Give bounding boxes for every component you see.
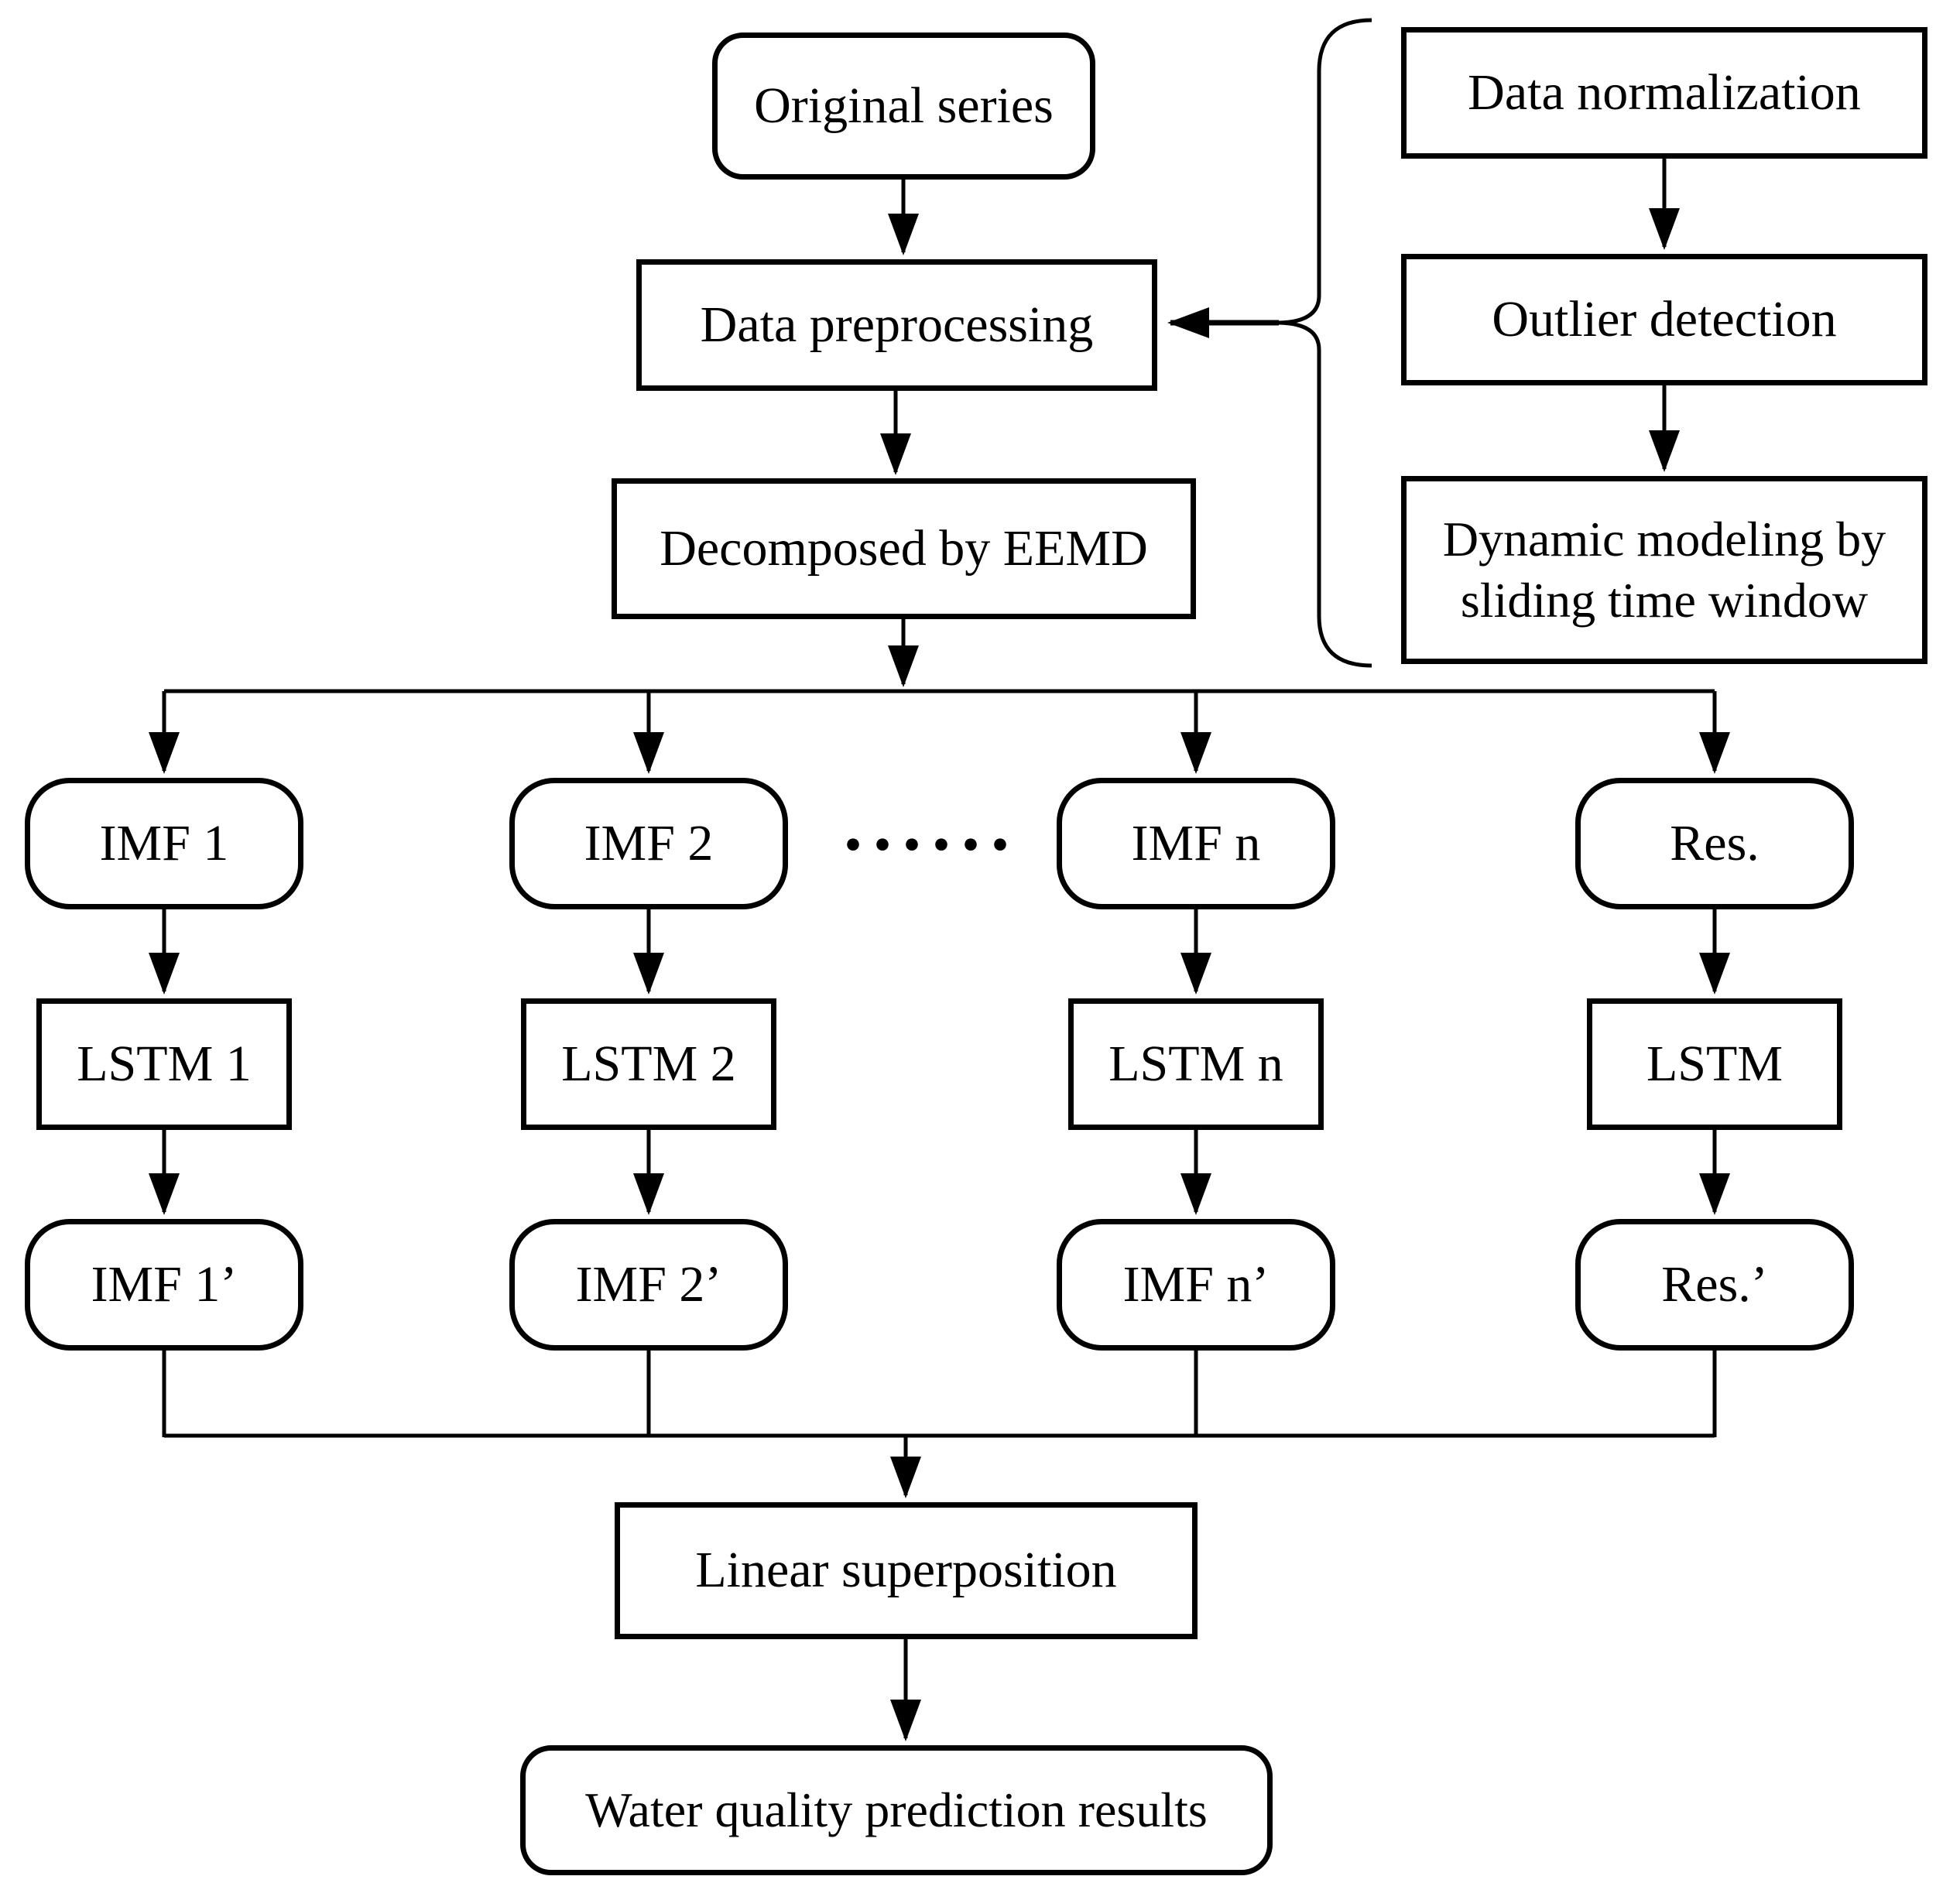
node-data-normalization-label: Data normalization xyxy=(1468,63,1861,121)
node-original-series-label: Original series xyxy=(754,77,1054,134)
node-res: Res. xyxy=(1575,778,1854,909)
node-data-preprocessing-label: Data preprocessing xyxy=(700,296,1094,353)
ellipsis-dots: ······ xyxy=(841,778,1013,909)
node-outlier-detection-label: Outlier detection xyxy=(1492,290,1837,347)
curly-brace xyxy=(1278,18,1372,668)
node-original-series: Original series xyxy=(712,33,1095,180)
node-lstm2-label: LSTM 2 xyxy=(561,1035,736,1092)
node-dynamic-modeling-line1: Dynamic modeling by xyxy=(1442,512,1886,567)
node-res-pred: Res.’ xyxy=(1575,1219,1854,1351)
node-imf2-pred-label: IMF 2’ xyxy=(575,1255,722,1313)
node-linear-superposition-label: Linear superposition xyxy=(695,1542,1117,1599)
node-water-quality-results-label: Water quality prediction results xyxy=(585,1782,1208,1837)
node-decomposed-by-eemd: Decomposed by EEMD xyxy=(612,478,1196,619)
node-lstmn-label: LSTM n xyxy=(1108,1035,1283,1092)
node-imfn: IMF n xyxy=(1057,778,1335,909)
node-imf1-pred-label: IMF 1’ xyxy=(91,1255,238,1313)
node-imf2-label: IMF 2 xyxy=(584,814,714,871)
node-res-label: Res. xyxy=(1670,814,1760,871)
node-lstmn: LSTM n xyxy=(1068,998,1324,1130)
node-data-preprocessing: Data preprocessing xyxy=(636,259,1157,391)
node-imfn-label: IMF n xyxy=(1131,814,1261,871)
node-lstm-res-label: LSTM xyxy=(1646,1035,1784,1092)
node-imfn-pred-label: IMF n’ xyxy=(1122,1255,1270,1313)
node-lstm-res: LSTM xyxy=(1587,998,1842,1130)
node-imf1-label: IMF 1 xyxy=(99,814,229,871)
node-imf2-pred: IMF 2’ xyxy=(509,1219,788,1351)
node-lstm2: LSTM 2 xyxy=(521,998,776,1130)
node-data-normalization: Data normalization xyxy=(1401,27,1927,159)
node-dynamic-modeling-line2: sliding time window xyxy=(1460,572,1869,628)
node-water-quality-results: Water quality prediction results xyxy=(520,1745,1273,1875)
node-decomposed-by-eemd-label: Decomposed by EEMD xyxy=(660,519,1148,577)
node-lstm1: LSTM 1 xyxy=(36,998,292,1130)
node-res-pred-label: Res.’ xyxy=(1661,1255,1768,1313)
node-imf1: IMF 1 xyxy=(25,778,303,909)
node-lstm1-label: LSTM 1 xyxy=(77,1035,252,1092)
node-dynamic-modeling: Dynamic modeling by sliding time window xyxy=(1401,476,1927,664)
node-imf1-pred: IMF 1’ xyxy=(25,1219,303,1351)
ellipsis-dots-label: ······ xyxy=(840,802,1018,885)
node-imfn-pred: IMF n’ xyxy=(1057,1219,1335,1351)
node-linear-superposition: Linear superposition xyxy=(615,1502,1198,1639)
node-outlier-detection: Outlier detection xyxy=(1401,254,1927,385)
node-imf2: IMF 2 xyxy=(509,778,788,909)
